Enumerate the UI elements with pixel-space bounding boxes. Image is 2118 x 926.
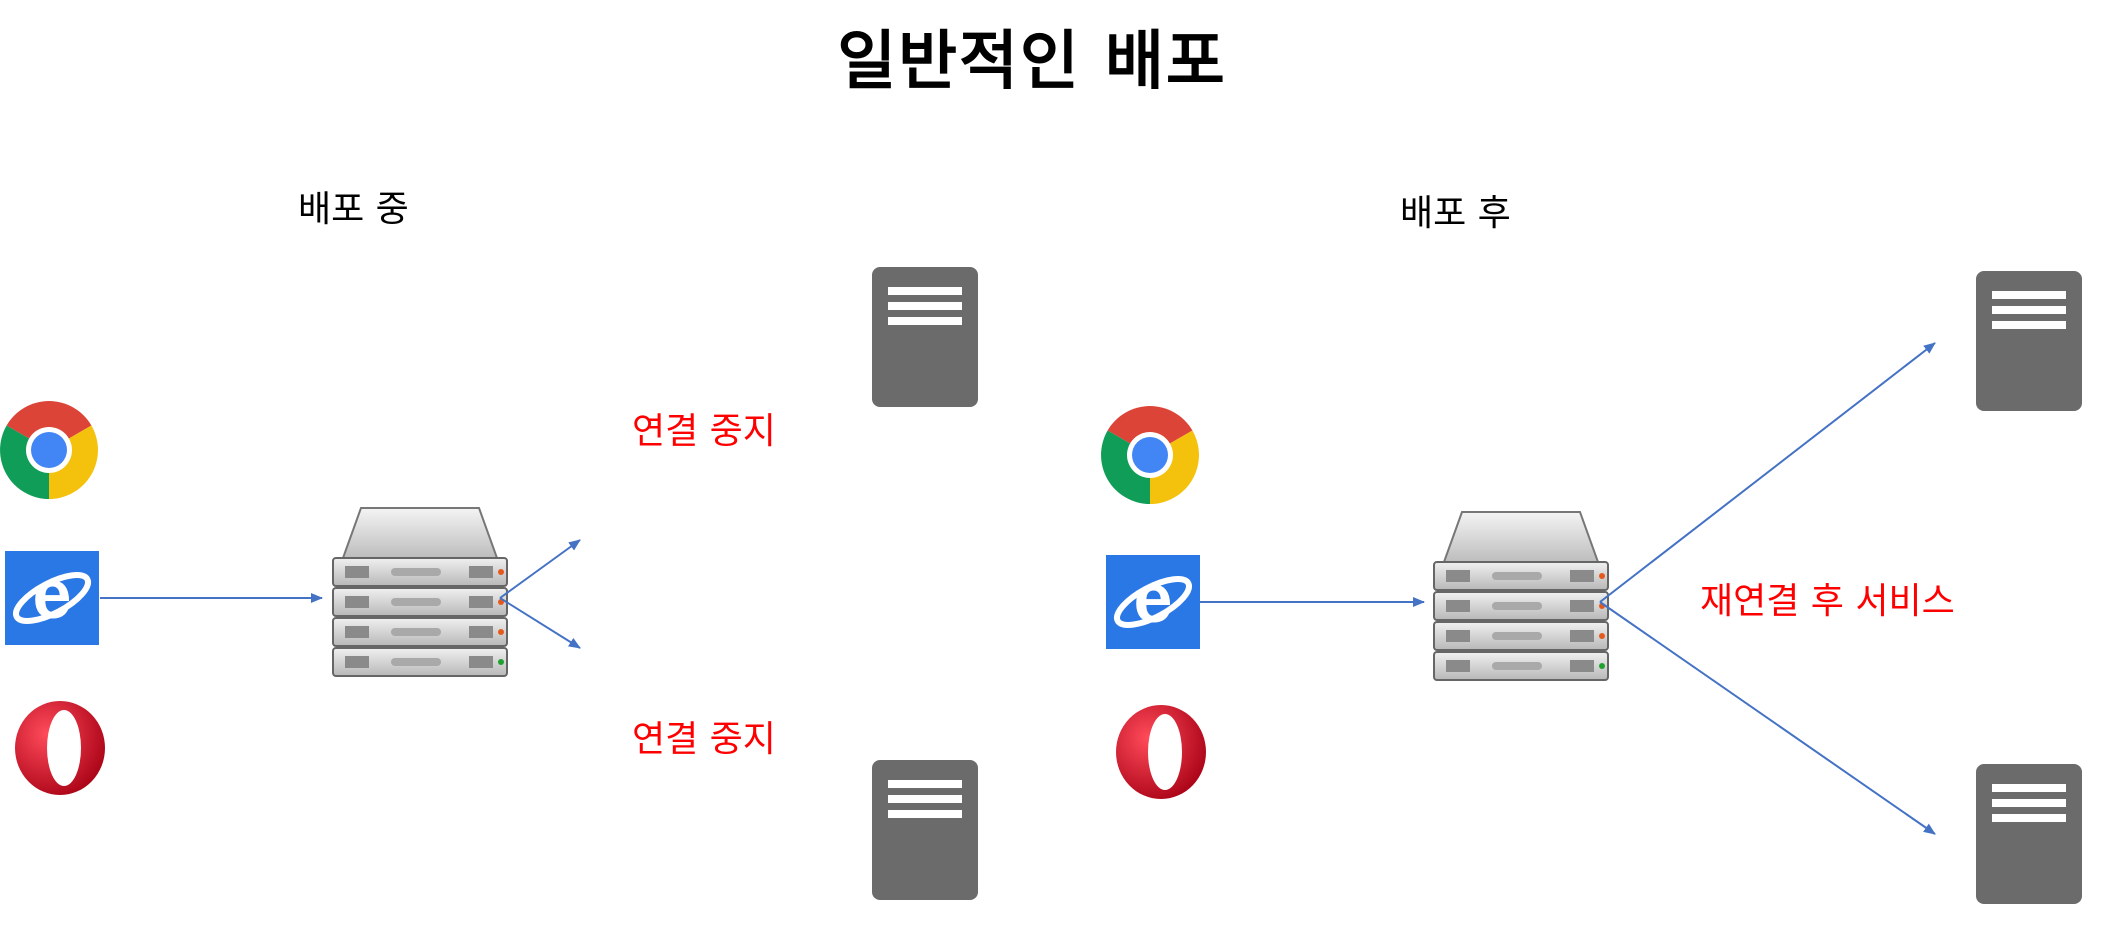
internet-explorer-icon [1106,555,1200,649]
server-icon-bottom [872,760,978,900]
diagram-title: 일반적인 배포 [837,25,1227,99]
load-balancer-server-icon [332,507,508,677]
opera-icon [15,701,105,795]
chrome-icon [0,401,98,499]
server-icon-top [872,267,978,407]
connection-stopped-label-bottom: 연결 중지 [632,719,776,760]
load-balancer-server-icon [1433,511,1609,681]
connection-stopped-label-top: 연결 중지 [632,411,776,452]
lb-to-server-arrow-top [1599,342,1936,603]
opera-icon [1116,705,1206,799]
server-icon-bottom [1976,764,2082,904]
panel-label-after: 배포 후 [1400,193,1511,234]
lb-to-server-arrow-top [499,539,581,599]
lb-to-server-arrow-bottom [1599,601,1936,835]
internet-explorer-icon [5,551,99,645]
reconnect-service-label: 재연결 후 서비스 [1700,581,1955,622]
chrome-icon [1101,406,1199,504]
server-icon-top [1976,271,2082,411]
panel-label-during: 배포 중 [298,189,409,230]
lb-to-server-arrow-bottom [499,597,581,649]
